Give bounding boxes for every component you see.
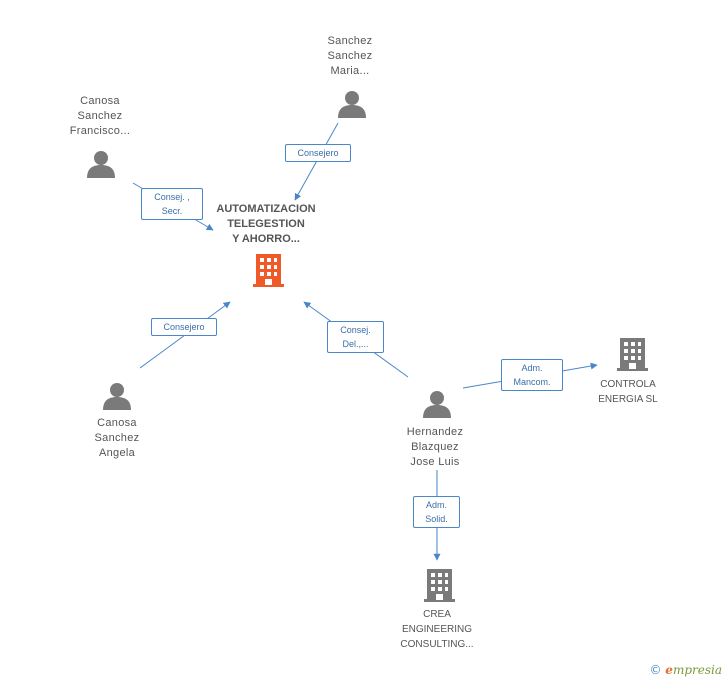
building-icon[interactable] [424, 569, 455, 602]
person-name-canosa-francisco[interactable]: Canosa Sanchez Francisco... [69, 95, 131, 137]
edge-label-hernandez-crea: Adm. Solid. [413, 496, 460, 528]
company-name-crea[interactable]: CREA ENGINEERING CONSULTING... [400, 609, 474, 650]
brand-name: mpresia [672, 663, 722, 677]
edge-label-canosa-angela: Consejero [151, 318, 217, 336]
person-name-sanchez[interactable]: Sanchez Sanchez Maria... [327, 35, 373, 77]
building-icon[interactable] [617, 338, 648, 371]
brand-initial: e [665, 663, 673, 677]
edge-label-hernandez-controla: Adm. Mancom. [501, 359, 563, 391]
edge-label-sanchez: Consejero [285, 144, 351, 162]
company-name-controla[interactable]: CONTROLA ENERGIA SL [598, 379, 658, 405]
person-icon[interactable] [338, 91, 366, 118]
person-name-hernandez[interactable]: Hernandez Blazquez Jose Luis [406, 426, 464, 468]
copyright-icon: © [649, 663, 662, 677]
edge-label-canosa-francisco: Consej. , Secr. [141, 188, 203, 220]
main-company-name[interactable]: AUTOMATIZACION TELEGESTION Y AHORRO... [216, 203, 316, 245]
person-name-canosa-angela[interactable]: Canosa Sanchez Angela [94, 417, 140, 459]
person-icon[interactable] [423, 391, 451, 418]
empresia-watermark[interactable]: © empresia [649, 663, 722, 677]
edge-label-hernandez-main: Consej. Del.,... [327, 321, 384, 353]
main-company-building-icon[interactable] [253, 254, 284, 287]
person-icon[interactable] [87, 151, 115, 178]
person-icon[interactable] [103, 383, 131, 410]
